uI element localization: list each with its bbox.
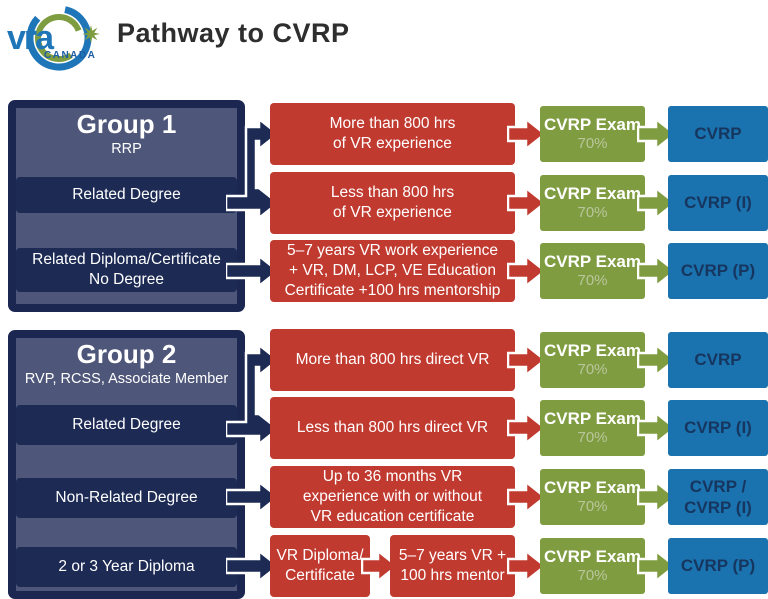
group1-subtitle: RRP xyxy=(111,140,142,157)
row1-exam-box: CVRP Exam 70% xyxy=(540,106,645,162)
group2-entry-related-degree: Related Degree xyxy=(16,405,237,445)
row3-requirement-box: 5–7 years VR work experience + VR, DM, L… xyxy=(270,240,515,302)
group2-entry-non-related-degree: Non-Related Degree xyxy=(16,478,237,518)
page-title: Pathway to CVRP xyxy=(117,18,350,48)
row5-requirement-box: Less than 800 hrs direct VR xyxy=(270,397,515,459)
group2-entry-diploma: 2 or 3 Year Diploma xyxy=(16,547,237,587)
vra-canada-logo: vra CANADA xyxy=(7,5,100,71)
maple-star-icon xyxy=(82,25,100,43)
row7-outcome-box: CVRP (P) xyxy=(668,538,768,594)
row1-outcome-box: CVRP xyxy=(668,106,768,162)
group2-heading: Group 2 RVP, RCSS, Associate Member xyxy=(16,339,237,387)
group2-subtitle: RVP, RCSS, Associate Member xyxy=(24,370,229,387)
row2-requirement-box: Less than 800 hrs of VR experience xyxy=(270,172,515,234)
logo-country: CANADA xyxy=(44,50,96,61)
logo-wordmark: vra xyxy=(7,19,55,57)
group1-title: Group 1 xyxy=(76,109,177,139)
row3-outcome-box: CVRP (P) xyxy=(668,243,768,299)
row1-requirement-box: More than 800 hrs of VR experience xyxy=(270,103,515,165)
row5-exam-box: CVRP Exam 70% xyxy=(540,400,645,456)
row4-exam-box: CVRP Exam 70% xyxy=(540,332,645,388)
row4-requirement-box: More than 800 hrs direct VR xyxy=(270,329,515,391)
row2-outcome-box: CVRP (I) xyxy=(668,175,768,231)
row3-exam-box: CVRP Exam 70% xyxy=(540,243,645,299)
group1-entry-diploma-no-degree: Related Diploma/Certificate No Degree xyxy=(16,248,237,292)
row6-requirement-box: Up to 36 months VR experience with or wi… xyxy=(270,466,515,528)
group1-entry-related-degree: Related Degree xyxy=(16,177,237,213)
row7-requirement-step1-box: VR Diploma/ Certificate xyxy=(270,535,370,597)
row7-requirement-step2-box: 5–7 years VR + 100 hrs mentor xyxy=(390,535,515,597)
row6-exam-box: CVRP Exam 70% xyxy=(540,469,645,525)
row7-exam-box: CVRP Exam 70% xyxy=(540,538,645,594)
group1-heading: Group 1 RRP xyxy=(16,109,237,157)
group2-title: Group 2 xyxy=(76,339,177,369)
row4-outcome-box: CVRP xyxy=(668,332,768,388)
row6-outcome-box: CVRP / CVRP (I) xyxy=(668,469,768,525)
row5-outcome-box: CVRP (I) xyxy=(668,400,768,456)
row2-exam-box: CVRP Exam 70% xyxy=(540,175,645,231)
